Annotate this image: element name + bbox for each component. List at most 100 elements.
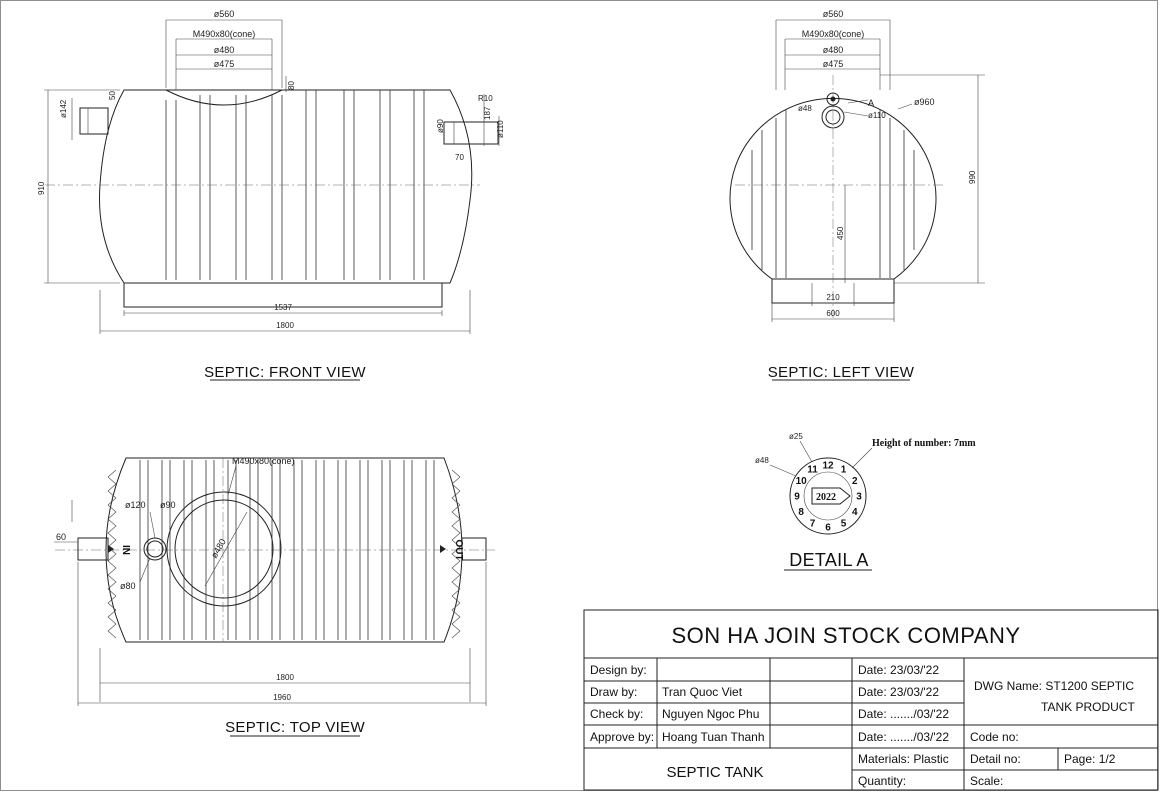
quantity: Quantity:	[858, 774, 906, 788]
row-check-role: Check by:	[590, 707, 643, 721]
detail-note: Height of number: 7mm	[872, 438, 976, 449]
left-dim-960: ø960	[914, 97, 935, 107]
detail-dial-inner	[803, 471, 853, 521]
front-dim-142: ø142	[59, 99, 68, 118]
top-in-label: IN	[120, 545, 131, 555]
top-dim-cone: M490x80(cone)	[232, 456, 295, 466]
detail-dim-25: ø25	[789, 432, 803, 441]
front-dim-90: ø90	[436, 119, 445, 133]
top-dim-1960: 1960	[273, 693, 291, 702]
top-view-title: SEPTIC: TOP VIEW	[225, 719, 365, 736]
dwg-name-line2: TANK PRODUCT	[1041, 700, 1135, 714]
top-view: ø480 M490x80(cone) ø120 ø90 60 ø80 IN OU…	[54, 456, 495, 737]
row-check-name: Nguyen Ngoc Phu	[662, 707, 759, 721]
front-outlet-pipe	[443, 121, 499, 145]
sheet-border	[0, 0, 1158, 791]
top-right-edge	[451, 469, 461, 639]
dial-number: 6	[825, 523, 831, 534]
top-dim-1800: 1800	[276, 673, 294, 682]
row-draw-date: Date: 23/03/'22	[858, 685, 939, 699]
left-marker-fitting	[826, 92, 840, 106]
left-dim-450: 450	[836, 226, 845, 240]
top-outlet-pipe	[461, 537, 487, 561]
front-inlet-pipe	[79, 107, 109, 135]
front-dim-80: 80	[287, 81, 296, 90]
front-view-title: SEPTIC: FRONT VIEW	[204, 364, 366, 381]
row-draw-role: Draw by:	[590, 685, 637, 699]
row-design-role: Design by:	[590, 663, 647, 677]
dial-number: 12	[822, 461, 834, 472]
top-dim-80: ø80	[120, 581, 136, 591]
left-view-title: SEPTIC: LEFT VIEW	[768, 364, 915, 381]
dial-number: 10	[796, 476, 808, 487]
front-view: ø560 M490x80(cone) ø480 ø475 80	[37, 9, 505, 381]
top-dim-60: 60	[56, 532, 66, 542]
product-name: SEPTIC TANK	[667, 764, 764, 781]
left-dim-cone: M490x80(cone)	[802, 29, 865, 39]
top-dim-90: ø90	[160, 500, 176, 510]
top-manhole-inner	[174, 499, 274, 599]
left-tank-body	[729, 97, 937, 280]
detail-year-arrow	[811, 487, 851, 505]
front-dim-560: ø560	[214, 9, 235, 19]
top-out-label: OUT	[453, 539, 464, 560]
dial-number: 1	[841, 465, 847, 476]
front-dim-1537: 1537	[274, 303, 292, 312]
left-view: ø560 M490x80(cone) ø480 ø475 ø48 A ø110 …	[729, 9, 985, 381]
dial-number: 9	[794, 492, 800, 503]
dial-number: 2	[852, 476, 858, 487]
row-approve-role: Approve by:	[590, 730, 654, 744]
scale: Scale:	[970, 774, 1003, 788]
front-dim-1800: 1800	[276, 321, 294, 330]
left-dim-48: ø48	[798, 104, 812, 113]
row-design-date: Date: 23/03/'22	[858, 663, 939, 677]
front-dim-110: ø110	[496, 120, 505, 138]
top-dim-480: ø480	[209, 537, 228, 560]
front-ribs	[165, 90, 425, 280]
left-dim-210: 210	[826, 293, 840, 302]
dial-number: 11	[807, 465, 818, 476]
row-approve-date: Date: ......./03/'22	[858, 730, 949, 744]
detail-no: Detail no:	[970, 752, 1021, 766]
left-dim-480: ø480	[823, 45, 844, 55]
row-check-date: Date: ......./03/'22	[858, 707, 949, 721]
front-dim-475: ø475	[214, 59, 235, 69]
left-dim-600: 600	[826, 309, 840, 318]
front-dim-910: 910	[37, 181, 46, 195]
row-approve-name: Hoang Tuan Thanh	[662, 730, 765, 744]
front-dim-50: 50	[108, 91, 117, 100]
front-tank-body	[99, 89, 473, 284]
dial-number: 4	[852, 507, 858, 518]
front-tank-base	[123, 282, 443, 308]
left-outlet-circle	[821, 105, 845, 129]
top-dim-120: ø120	[125, 500, 146, 510]
detail-title: DETAIL A	[789, 550, 868, 570]
dial-number: 3	[856, 492, 862, 503]
detail-dim-48: ø48	[755, 456, 769, 465]
left-dim-990: 990	[968, 170, 977, 184]
left-ribs	[751, 110, 915, 278]
front-dim-70: 70	[455, 153, 464, 162]
detail-dial-outer	[789, 457, 867, 535]
detail-year: 2022	[816, 492, 836, 503]
left-dim-110: ø110	[868, 111, 886, 120]
title-block: SON HA JOIN STOCK COMPANY Design by: Dat…	[583, 609, 1159, 791]
dial-number: 8	[798, 507, 804, 518]
page-number: Page: 1/2	[1064, 752, 1116, 766]
left-dim-475: ø475	[823, 59, 844, 69]
company-name: SON HA JOIN STOCK COMPANY	[671, 623, 1020, 648]
dial-number: 7	[810, 518, 816, 529]
front-dim-r10: R10	[478, 94, 493, 103]
left-mark-a: A	[868, 98, 874, 108]
code-no: Code no:	[970, 730, 1019, 744]
left-dim-560: ø560	[823, 9, 844, 19]
front-dim-480: ø480	[214, 45, 235, 55]
dial-number: 5	[841, 518, 847, 529]
front-dim-187: 187	[483, 106, 492, 120]
row-draw-name: Tran Quoc Viet	[662, 685, 743, 699]
top-inlet-pipe	[77, 537, 109, 561]
top-tank-body	[105, 457, 463, 643]
